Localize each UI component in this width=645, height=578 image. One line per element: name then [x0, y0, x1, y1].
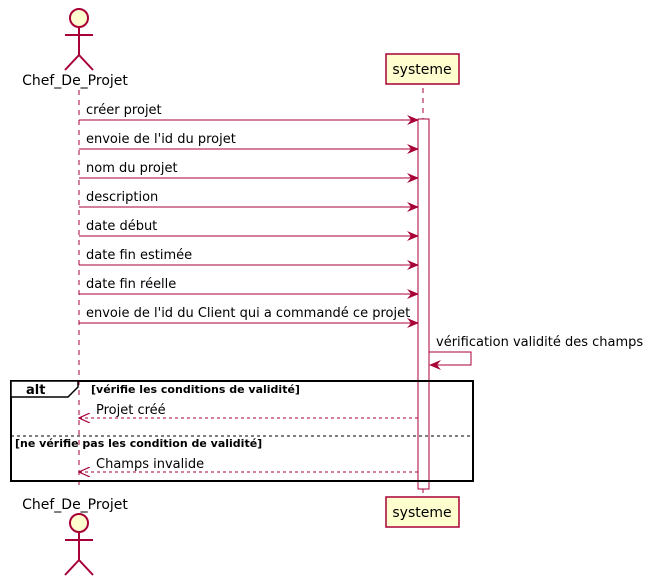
reply-label: Champs invalide: [96, 457, 204, 472]
self-message-label: vérification validité des champs: [436, 335, 643, 350]
alt-guard-2: [ne vérifie pas les condition de validit…: [15, 437, 262, 450]
alt-fragment: alt [vérifie les conditions de validité]…: [10, 380, 474, 482]
alt-keyword-tab: [10, 380, 79, 398]
participant-top: systeme: [385, 53, 460, 85]
message-label: date fin réelle: [86, 277, 176, 292]
alt-frame: [10, 380, 474, 482]
actor-top: Chef_De_Projet: [22, 8, 128, 89]
actor-name-bottom: Chef_De_Projet: [22, 497, 128, 513]
participant-name-top: systeme: [392, 62, 451, 78]
message-7: date fin réelle: [79, 277, 419, 299]
message-3: nom du projet: [79, 161, 419, 183]
message-2: envoie de l'id du projet: [79, 132, 419, 154]
reply-1: Projet créé: [79, 403, 418, 418]
alt-guard-1: [vérifie les conditions de validité]: [91, 383, 300, 396]
message-label: date début: [86, 219, 157, 234]
actor-name-top: Chef_De_Projet: [22, 73, 128, 89]
message-4: description: [79, 190, 419, 212]
participant-bottom: systeme: [385, 496, 460, 528]
participant-name-bottom: systeme: [392, 505, 451, 521]
message-label: envoie de l'id du Client qui a commandé …: [86, 306, 410, 321]
message-6: date fin estimée: [79, 248, 419, 270]
message-1: créer projet: [79, 103, 419, 125]
message-label: envoie de l'id du projet: [86, 132, 236, 147]
reply-2: Champs invalide: [79, 457, 418, 472]
message-label: créer projet: [86, 103, 162, 118]
actor-figure-icon: [64, 513, 94, 576]
actor-bottom: Chef_De_Projet: [22, 497, 128, 576]
actor-figure-icon: [64, 8, 94, 71]
message-label: description: [86, 190, 158, 205]
self-message: vérification validité des champs: [429, 335, 643, 370]
message-8: envoie de l'id du Client qui a commandé …: [79, 306, 419, 328]
message-label: nom du projet: [86, 161, 178, 176]
reply-label: Projet créé: [96, 403, 166, 418]
message-label: date fin estimée: [86, 248, 192, 263]
alt-keyword: alt: [26, 383, 45, 398]
systeme-activation-bar: [417, 118, 430, 490]
message-5: date début: [79, 219, 419, 241]
